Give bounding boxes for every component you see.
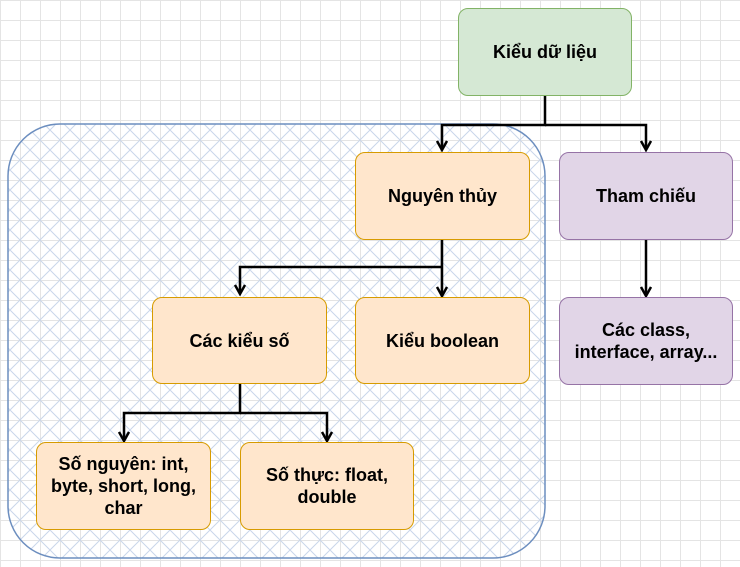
connector-numeric-to-integer (124, 384, 242, 441)
node-primitive: Nguyên thủy (355, 152, 530, 240)
node-reference-types: Các class, interface, array... (559, 297, 733, 385)
node-integer-label: Số nguyên: int, byte, short, long, char (50, 454, 196, 518)
node-boolean: Kiểu boolean (355, 297, 530, 384)
node-reference-types-label: Các class, interface, array... (574, 320, 718, 362)
node-real-label: Số thực: float, double (265, 465, 389, 507)
node-numeric-label: Các kiểu số (189, 330, 290, 351)
node-reference-label: Tham chiếu (595, 186, 697, 206)
connector-numeric-to-real (240, 411, 327, 441)
node-integer: Số nguyên: int, byte, short, long, char (36, 442, 211, 530)
node-root-label: Kiểu dữ liệu (492, 42, 598, 62)
node-boolean-label: Kiểu boolean (385, 330, 499, 351)
node-reference: Tham chiếu (559, 152, 733, 240)
connector-root-to-primitive (442, 96, 547, 150)
connector-primitive-to-numeric (240, 265, 442, 294)
node-primitive-label: Nguyên thủy (387, 186, 497, 206)
connector-root-to-reference (545, 123, 646, 150)
node-root-data-types: Kiểu dữ liệu (458, 8, 632, 96)
node-numeric-types: Các kiểu số (152, 297, 327, 384)
node-real: Số thực: float, double (240, 442, 414, 530)
